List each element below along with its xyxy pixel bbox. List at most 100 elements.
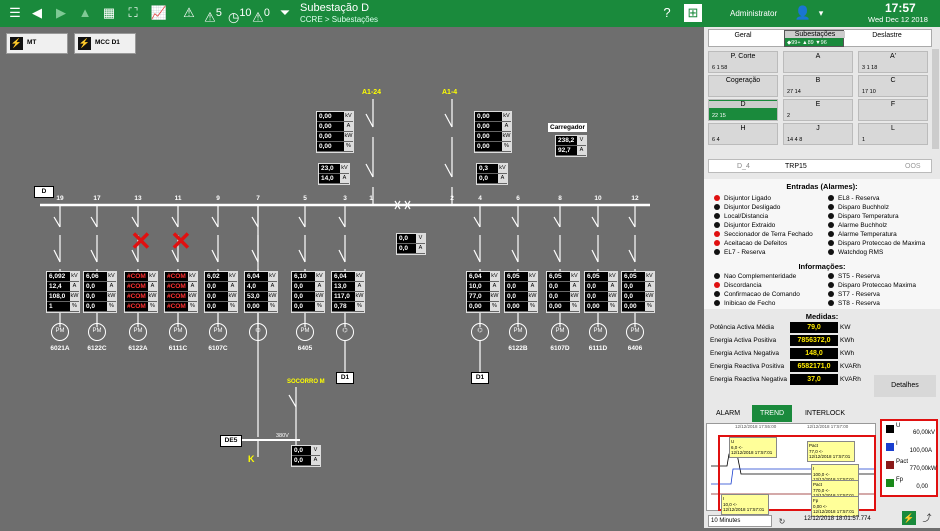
meter-unit: kW	[608, 292, 617, 301]
transformer-icon[interactable]: ⌬	[336, 323, 354, 341]
up-arrow-icon[interactable]: ▲	[78, 5, 92, 20]
meter-unit: kW	[107, 292, 116, 301]
motor-icon[interactable]: PM	[88, 323, 106, 341]
motor-icon[interactable]: PM	[129, 323, 147, 341]
bus-number: 10	[594, 195, 602, 202]
meter-value: 117,0	[334, 293, 350, 300]
fault-x-icon: ✕	[130, 226, 152, 256]
trend-chart[interactable]: 12/12/2018 17:55:00 12/12/2018 17:57:00 …	[706, 423, 876, 517]
alarm-label: Disjuntor Extraido	[724, 222, 776, 229]
meter-value: #COM	[167, 273, 186, 280]
refresh-icon[interactable]: ↻	[778, 517, 786, 526]
run-icon[interactable]: ⚡	[902, 511, 916, 525]
load-id-label: 6122C	[87, 345, 107, 352]
meter-value: 6,02	[207, 273, 220, 280]
bus-number: 8	[558, 195, 562, 202]
legend-name: U	[896, 423, 901, 429]
substation-cell[interactable]: Cogeração	[708, 75, 778, 97]
info-item: Discordancia	[714, 282, 762, 289]
load-id-label: 6107D	[550, 345, 570, 352]
load-id-label: 6122B	[508, 345, 528, 352]
tab-deslastre[interactable]: Deslastre	[872, 32, 902, 39]
alarm-item: Watchdog RMS	[828, 249, 883, 256]
filter-icon[interactable]: ⏷	[279, 5, 291, 20]
alarm-count-icon[interactable]: ⚠5	[204, 7, 222, 25]
info-label: Disparo Proteccao Maxima	[838, 282, 917, 289]
tab-interlock[interactable]: INTERLOCK	[800, 405, 850, 422]
grid-icon[interactable]: ▦	[102, 5, 116, 20]
substation-cell[interactable]: A'3 1 18	[858, 51, 928, 73]
tab-subestacoes[interactable]: Subestações ◆99+ ▲89 ▼96	[784, 30, 845, 47]
meter-value: 0,0	[479, 175, 489, 182]
range-select[interactable]: 10 Minutes	[708, 515, 772, 527]
motor-icon[interactable]: PM	[589, 323, 607, 341]
motor-icon[interactable]: PM	[209, 323, 227, 341]
network-icon[interactable]: ⛶	[128, 5, 138, 20]
motor-icon[interactable]: PM	[551, 323, 569, 341]
substation-cell[interactable]: F	[858, 99, 928, 121]
meter-unit: kW	[502, 132, 511, 141]
tab-geral[interactable]: Geral	[734, 32, 752, 39]
meter-unit: %	[228, 302, 237, 311]
motor-icon[interactable]: PM	[296, 323, 314, 341]
clock-alarm-icon[interactable]: ◷10	[228, 7, 252, 25]
chevron-down-icon[interactable]: ▾	[818, 8, 824, 18]
meter-value: 0,00	[319, 113, 332, 120]
help-icon[interactable]: ?	[663, 5, 671, 20]
chart-settings-icon[interactable]: ⤴	[922, 513, 932, 523]
status-dot-icon	[828, 291, 834, 298]
menu-icon[interactable]: ☰	[9, 5, 21, 20]
legend-swatch[interactable]	[886, 461, 894, 469]
alarm-icon[interactable]: ⚠	[183, 5, 195, 20]
forward-arrow-icon[interactable]: ▶	[56, 5, 66, 20]
ack-alarm-icon[interactable]: ⚠0	[252, 7, 270, 25]
meter-value: 6,04	[247, 273, 260, 280]
scrollbar[interactable]	[932, 49, 939, 149]
alarm-label: Seccionador de Terra Fechado	[724, 231, 813, 238]
meter-value: 0,00	[319, 133, 332, 140]
motor-icon[interactable]: PM	[169, 323, 187, 341]
meter-value: 13,0	[334, 283, 347, 290]
tab-trend[interactable]: TREND	[752, 405, 792, 422]
mcc-d1-button[interactable]: ⚡MCC D1	[74, 33, 136, 54]
meter-unit: %	[570, 302, 579, 311]
substation-cell[interactable]: A	[783, 51, 853, 73]
transformer-icon[interactable]: ⌬	[249, 323, 267, 341]
legend-swatch[interactable]	[886, 479, 894, 487]
hierarchy-icon[interactable]: ⊞	[684, 4, 702, 22]
bus-number: 6	[516, 195, 520, 202]
info-label: Nao Complementeridade	[724, 273, 797, 280]
mt-button[interactable]: ⚡MT	[6, 33, 68, 54]
tab-alarm[interactable]: ALARM	[708, 405, 748, 422]
d1-right-label: D1	[471, 372, 489, 384]
meter-unit: A	[416, 244, 425, 253]
motor-icon[interactable]: PM	[509, 323, 527, 341]
motor-icon[interactable]: PM	[51, 323, 69, 341]
detalhes-button[interactable]: Detalhes	[874, 375, 936, 397]
transformer-icon[interactable]: ⌬	[471, 323, 489, 341]
legend-swatch[interactable]	[886, 425, 894, 433]
legend-swatch[interactable]	[886, 443, 894, 451]
meter-value: #COM	[127, 283, 146, 290]
user-icon[interactable]: 👤	[794, 5, 812, 20]
chart-icon[interactable]: 📈	[150, 5, 168, 20]
back-arrow-icon[interactable]: ◀	[32, 5, 42, 20]
meter-value: 0,0	[294, 283, 304, 290]
clock-date: Wed Dec 12 2018	[868, 15, 928, 24]
motor-icon[interactable]: PM	[626, 323, 644, 341]
alarm-item: EL7 - Reserva	[714, 249, 766, 256]
meter-unit: kW	[355, 292, 364, 301]
breadcrumb[interactable]: CCRE > Subestações	[300, 15, 379, 24]
device-id: D_4	[737, 163, 750, 170]
substation-counts: 14 4 8	[787, 137, 803, 143]
